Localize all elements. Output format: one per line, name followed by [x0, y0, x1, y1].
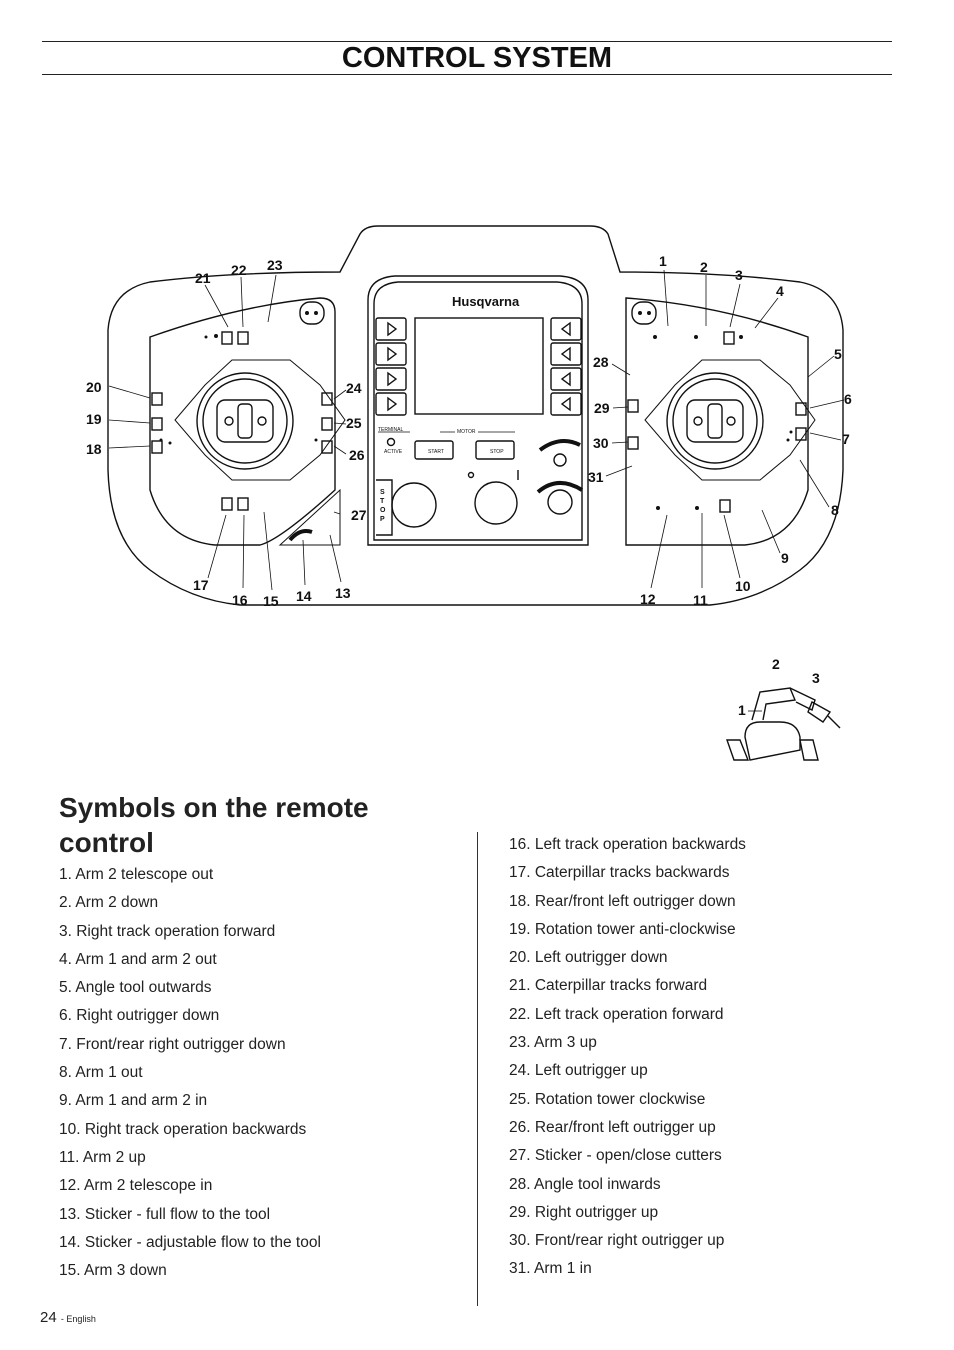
svg-text:TERMINAL: TERMINAL: [378, 427, 404, 433]
svg-text:STOP: STOP: [490, 449, 504, 455]
callout-21: 21: [195, 270, 211, 286]
column-divider: [477, 832, 478, 1306]
list-item: 13. Sticker - full flow to the tool: [59, 1205, 271, 1223]
callout-11: 11: [693, 592, 708, 608]
callout-12: 12: [640, 591, 656, 607]
remote-control-housing: [107, 225, 844, 606]
callout-10: 10: [735, 578, 751, 594]
page-footer: 24 - English: [40, 1309, 96, 1326]
list-item: 17. Caterpillar tracks backwards: [509, 864, 730, 882]
callout-5: 5: [834, 346, 842, 362]
display-screen: [414, 317, 544, 415]
callout-28: 28: [593, 354, 609, 370]
list-item: 20. Left outrigger down: [509, 949, 668, 967]
section-heading: Symbols on the remote control: [59, 792, 369, 858]
stop-motor-button: [475, 440, 515, 460]
list-item: 5. Angle tool outwards: [59, 979, 212, 997]
list-item: 18. Rear/front left outrigger down: [509, 892, 736, 910]
callout-13: 13: [335, 585, 351, 601]
callout-15: 15: [263, 593, 279, 609]
machine-diagram: [726, 687, 841, 761]
svg-text:ACTIVE: ACTIVE: [384, 449, 403, 455]
list-item: 24. Left outrigger up: [509, 1062, 648, 1080]
list-item: 4. Arm 1 and arm 2 out: [59, 950, 217, 968]
callout-3: 3: [735, 267, 743, 283]
list-item: 25. Rotation tower clockwise: [509, 1090, 706, 1108]
callout-22: 22: [231, 262, 247, 278]
list-item: 19. Rotation tower anti-clockwise: [509, 920, 736, 938]
callout-23: 23: [267, 257, 283, 273]
list-item: 16. Left track operation backwards: [509, 836, 746, 853]
callout-24: 24: [346, 380, 362, 396]
svg-text:P: P: [380, 516, 385, 523]
page-title: CONTROL SYSTEM: [341, 42, 613, 74]
svg-text:T: T: [380, 498, 385, 505]
list-item: 9. Arm 1 and arm 2 in: [59, 1092, 208, 1110]
list-item: 29. Right outrigger up: [509, 1203, 659, 1221]
svg-text:START: START: [428, 449, 444, 455]
list-item: 15. Arm 3 down: [59, 1262, 167, 1280]
machine-label-3: 3: [812, 670, 820, 686]
callout-16: 16: [232, 592, 248, 608]
callout-6: 6: [844, 391, 852, 407]
callout-7: 7: [842, 431, 850, 447]
callout-numbers: 1 2 3 4 5 6 7 8 9 10 11 12 13 14 15 16 1…: [86, 253, 852, 718]
right-joystick: [644, 359, 816, 481]
symbols-list-left: 1. Arm 2 telescope out 2. Arm 2 down 3. …: [59, 861, 321, 1285]
callout-14: 14: [296, 588, 312, 604]
remote-control-diagram: Husqvarna TERMINAL ACTIVE MOTOR START ST…: [86, 225, 852, 761]
list-item: 2. Arm 2 down: [59, 894, 159, 912]
left-joystick: [174, 359, 346, 481]
callout-18: 18: [86, 441, 102, 457]
list-item: 1. Arm 2 telescope out: [59, 866, 214, 883]
svg-text:MOTOR: MOTOR: [457, 429, 476, 435]
title-underline: [42, 74, 892, 75]
callout-29: 29: [594, 400, 610, 416]
start-button: [414, 440, 454, 460]
list-item: 23. Arm 3 up: [509, 1034, 597, 1052]
list-item: 7. Front/rear right outrigger down: [59, 1035, 286, 1053]
list-item: 30. Front/rear right outrigger up: [509, 1232, 725, 1250]
svg-text:O: O: [380, 507, 386, 514]
right-panel-outline: [625, 297, 809, 546]
list-item: 3. Right track operation forward: [59, 922, 276, 940]
brand-logo: Husqvarna: [452, 294, 520, 309]
callout-4: 4: [776, 283, 784, 299]
footer-language: - English: [60, 1314, 96, 1324]
list-item: 28. Angle tool inwards: [509, 1175, 661, 1193]
symbols-list-right: 16. Left track operation backwards 17. C…: [509, 831, 746, 1284]
list-item: 12. Arm 2 telescope in: [59, 1177, 213, 1195]
rotary-knob: [474, 481, 518, 525]
callout-31: 31: [588, 469, 604, 485]
list-item: 6. Right outrigger down: [59, 1007, 220, 1025]
list-item: 8. Arm 1 out: [59, 1064, 143, 1082]
callout-27: 27: [351, 507, 367, 523]
list-item: 11. Arm 2 up: [59, 1148, 146, 1166]
emergency-stop: [391, 482, 437, 528]
callout-9: 9: [781, 550, 789, 566]
callout-8: 8: [831, 502, 839, 518]
list-item: 14. Sticker - adjustable flow to the too…: [59, 1233, 321, 1251]
callout-19: 19: [86, 411, 102, 427]
machine-label-1: 1: [738, 702, 746, 718]
machine-label-2: 2: [772, 656, 780, 672]
list-item: 27. Sticker - open/close cutters: [509, 1147, 722, 1165]
callout-20: 20: [86, 379, 102, 395]
callout-25: 25: [346, 415, 362, 431]
callout-1: 1: [659, 253, 667, 269]
callout-2: 2: [700, 259, 708, 275]
callout-17: 17: [193, 577, 209, 593]
list-item: 10. Right track operation backwards: [59, 1120, 307, 1138]
top-rule: [42, 41, 892, 42]
list-item: 26. Rear/front left outrigger up: [509, 1118, 716, 1136]
page-number: 24: [40, 1309, 57, 1326]
svg-text:S: S: [380, 489, 385, 496]
list-item: 22. Left track operation forward: [509, 1005, 724, 1023]
center-panel-outline: [367, 275, 589, 546]
list-item: 21. Caterpillar tracks forward: [509, 977, 708, 995]
list-item: 31. Arm 1 in: [509, 1260, 592, 1278]
left-panel-outline: [149, 297, 336, 546]
callout-30: 30: [593, 435, 609, 451]
callout-26: 26: [349, 447, 365, 463]
